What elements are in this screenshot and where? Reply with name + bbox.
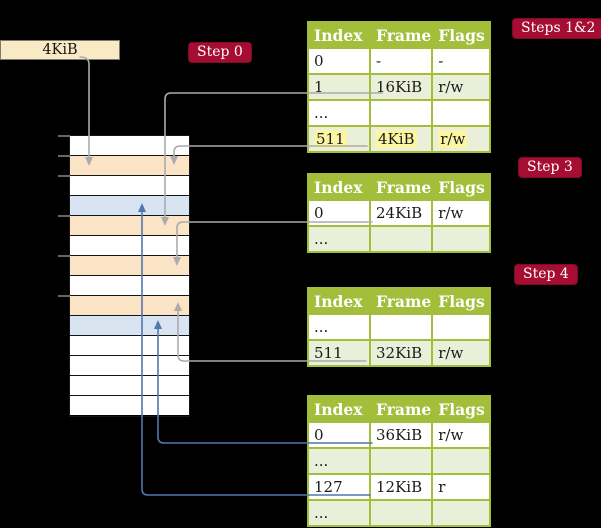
table-row: ...	[307, 225, 492, 253]
table-cell: r	[431, 473, 492, 501]
table-cell	[368, 99, 434, 127]
table-cell: 0	[307, 47, 371, 75]
memory-frames-stack	[69, 135, 190, 417]
memory-frame-row-peach	[70, 216, 189, 236]
memory-frame-row-peach	[70, 156, 189, 176]
table-cell: -	[431, 47, 492, 75]
memory-frame-row-white	[70, 136, 189, 156]
column-header: Flags	[431, 173, 492, 201]
table-cell	[431, 499, 492, 527]
memory-frame-row-white	[70, 396, 189, 415]
table-row: 511 4KiB r/w	[307, 125, 492, 153]
table-cell: 0	[307, 199, 371, 227]
table-cell: r/w	[431, 199, 492, 227]
table-row: ...	[307, 313, 492, 341]
table-cell: 0	[307, 421, 371, 449]
table-cell: r/w	[431, 73, 492, 101]
table-cell	[368, 225, 434, 253]
memory-frame-row-blue	[70, 316, 189, 336]
column-header: Frame	[368, 395, 434, 423]
table-cell: 511	[307, 339, 371, 367]
table-cell: 24KiB	[368, 199, 434, 227]
table-cell: ...	[307, 313, 371, 341]
table-cell: ...	[307, 99, 371, 127]
highlighted-value: r/w	[438, 130, 468, 148]
step3-label: Step 3	[518, 157, 582, 178]
step4-label: Step 4	[514, 264, 578, 285]
table-cell: ...	[307, 447, 371, 475]
memory-frame-row-peach	[70, 256, 189, 276]
table-cell	[368, 313, 434, 341]
column-header: Flags	[431, 287, 492, 315]
table-cell	[431, 447, 492, 475]
table-cell: r/w	[431, 339, 492, 367]
column-header: Frame	[368, 21, 434, 49]
table-cell	[431, 99, 492, 127]
table-row: 0--	[307, 47, 492, 75]
column-header: Flags	[431, 21, 492, 49]
table-cell: ...	[307, 499, 371, 527]
table-cell: r/w	[431, 125, 492, 153]
table-cell	[431, 313, 492, 341]
column-header: Index	[307, 21, 371, 49]
memory-frame-row-white	[70, 356, 189, 376]
column-header: Frame	[368, 173, 434, 201]
table-row: ...	[307, 99, 492, 127]
frame-size-box: 4KiB	[0, 40, 120, 60]
table-row: ...	[307, 447, 492, 475]
table-row: ...	[307, 499, 492, 527]
table-cell: -	[368, 47, 434, 75]
highlighted-value: 4KiB	[376, 130, 417, 148]
column-header: Index	[307, 395, 371, 423]
table-cell: 127	[307, 473, 371, 501]
table-cell: 1	[307, 73, 371, 101]
column-header: Flags	[431, 395, 492, 423]
memory-frame-row-white	[70, 176, 189, 196]
table-cell: 12KiB	[368, 473, 434, 501]
table-cell	[368, 447, 434, 475]
table-cell: 32KiB	[368, 339, 434, 367]
table-cell: 4KiB	[368, 125, 434, 153]
memory-frame-row-blue	[70, 196, 189, 216]
memory-frame-row-white	[70, 376, 189, 396]
table-cell: r/w	[431, 421, 492, 449]
table-cell: 36KiB	[368, 421, 434, 449]
highlighted-value: 511	[314, 130, 347, 148]
memory-frame-row-white	[70, 236, 189, 256]
table-cell: ...	[307, 225, 371, 253]
table-cell	[368, 499, 434, 527]
column-header: Frame	[368, 287, 434, 315]
steps-1-2-label: Steps 1&2	[512, 18, 601, 39]
column-header: Index	[307, 173, 371, 201]
table-cell: 16KiB	[368, 73, 434, 101]
step0-label: Step 0	[188, 42, 252, 63]
column-header: Index	[307, 287, 371, 315]
memory-frame-row-white	[70, 336, 189, 356]
memory-frame-row-white	[70, 276, 189, 296]
memory-frame-row-peach	[70, 296, 189, 316]
table-cell	[431, 225, 492, 253]
table-cell: 511	[307, 125, 371, 153]
